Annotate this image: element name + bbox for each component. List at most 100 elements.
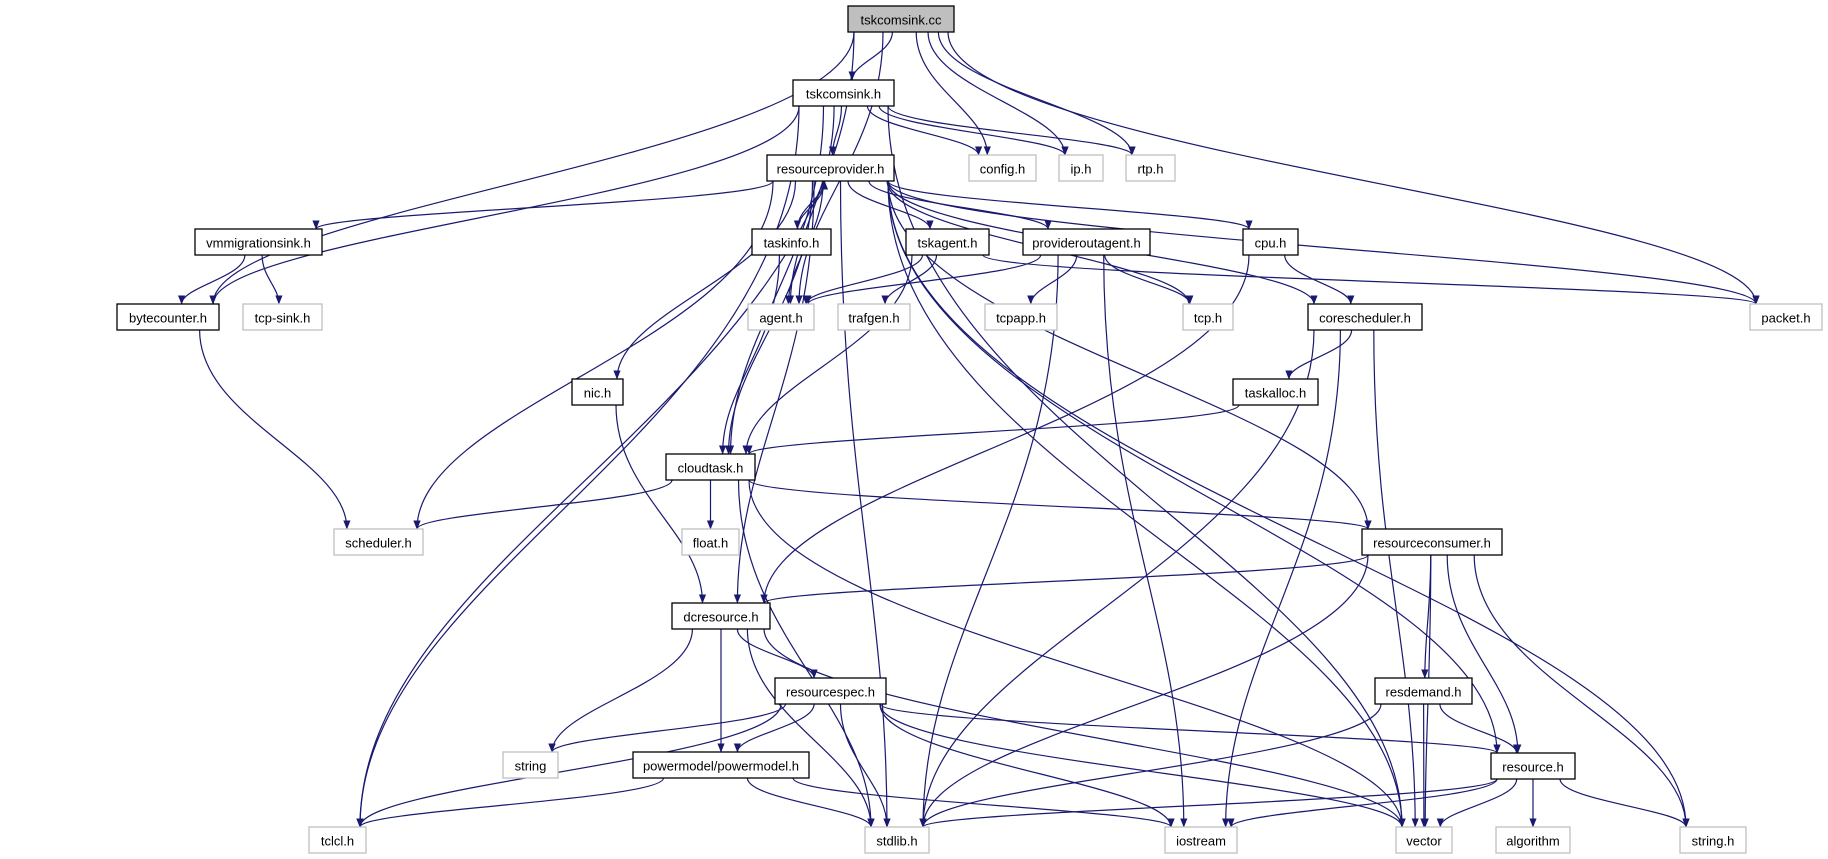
- edge-taskinfo-h-to-resourceprovider-h: [796, 180, 829, 230]
- node-box: [1022, 228, 1151, 256]
- edge-powermodel-h-to-tclcl-h: [356, 777, 665, 828]
- edge-powermodel-h-to-iostream: [792, 777, 1175, 828]
- node-packet-h: packet.h: [1749, 303, 1823, 331]
- node-label: vector: [1406, 834, 1442, 849]
- node-stdlib-h: stdlib.h: [864, 826, 930, 854]
- node-label: tcpapp.h: [996, 311, 1046, 326]
- node-taskinfo-h[interactable]: taskinfo.h: [751, 228, 832, 256]
- node-label: tcp.h: [1194, 311, 1222, 326]
- node-nic-h[interactable]: nic.h: [571, 378, 624, 406]
- node-box: [1495, 826, 1571, 854]
- edge-resdemand-h-to-resource-h: [1439, 703, 1521, 754]
- edge-corescheduler-h-to-iostream: [1222, 329, 1341, 828]
- edge-resourceprovider-h-to-cpu-h: [887, 180, 1253, 230]
- node-box: [905, 228, 990, 256]
- edge-resourceprovider-h-to-vector: [887, 180, 1406, 828]
- node-powermodel-h[interactable]: powermodel/powermodel.h: [632, 751, 810, 779]
- node-label: resourceprovider.h: [777, 162, 885, 177]
- node-label: bytecounter.h: [129, 311, 207, 326]
- node-corescheduler-h[interactable]: corescheduler.h: [1307, 303, 1423, 331]
- node-taskalloc-h[interactable]: taskalloc.h: [1232, 378, 1319, 406]
- edge-resourceprovider-h-to-string-h: [887, 180, 1690, 828]
- node-resourcespec-h[interactable]: resourcespec.h: [774, 677, 887, 705]
- edge-bytecounter-h-to-scheduler-h: [199, 329, 351, 530]
- node-tcp-sink-h: tcp-sink.h: [242, 303, 323, 331]
- node-vmmigrationsink-h[interactable]: vmmigrationsink.h: [194, 228, 323, 256]
- node-label: dcresource.h: [683, 610, 758, 625]
- edge-powermodel-h-to-stdlib-h: [746, 777, 875, 828]
- node-box: [1058, 154, 1104, 182]
- node-label: resourcespec.h: [786, 685, 875, 700]
- edge-resource-h-to-stdlib-h: [919, 778, 1498, 828]
- node-box: [333, 528, 424, 556]
- node-box: [1395, 826, 1453, 854]
- node-box: [984, 303, 1058, 331]
- edge-tskcomsink-cc-to-rtp-h: [937, 31, 1136, 156]
- edge-provideroutagent-h-to-tcpapp-h: [1027, 254, 1078, 305]
- node-cpu-h[interactable]: cpu.h: [1242, 228, 1299, 256]
- node-scheduler-h: scheduler.h: [333, 528, 424, 556]
- node-label: tskagent.h: [918, 236, 978, 251]
- node-label: nic.h: [584, 386, 611, 401]
- node-resourceconsumer-h[interactable]: resourceconsumer.h: [1361, 528, 1503, 556]
- node-tcpapp-h: tcpapp.h: [984, 303, 1058, 331]
- node-dcresource-h[interactable]: dcresource.h: [671, 602, 771, 630]
- edge-resourcespec-h-to-tclcl-h: [356, 703, 782, 828]
- node-trafgen-h: trafgen.h: [837, 303, 911, 331]
- node-label: corescheduler.h: [1319, 311, 1411, 326]
- node-tskcomsink-cc[interactable]: tskcomsink.cc: [847, 5, 955, 33]
- edge-taskalloc-h-to-cloudtask-h: [745, 404, 1240, 455]
- node-label: cpu.h: [1255, 236, 1287, 251]
- node-box: [968, 154, 1037, 182]
- edge-tskcomsink-cc-to-bytecounter-h: [209, 31, 855, 305]
- node-label: resourceconsumer.h: [1373, 536, 1491, 551]
- edge-dcresource-h-to-vector: [763, 628, 1406, 828]
- node-label: trafgen.h: [848, 311, 899, 326]
- node-config-h: config.h: [968, 154, 1037, 182]
- node-label: algorithm: [1506, 834, 1559, 849]
- node-box: [1307, 303, 1423, 331]
- node-box: [774, 677, 887, 705]
- node-bytecounter-h[interactable]: bytecounter.h: [116, 303, 220, 331]
- node-string: string: [502, 751, 559, 779]
- node-tclcl-h: tclcl.h: [308, 826, 367, 854]
- node-iostream: iostream: [1164, 826, 1238, 854]
- edge-cloudtask-h-to-vector: [748, 479, 1406, 828]
- node-box: [681, 528, 740, 556]
- node-label: string: [515, 759, 547, 774]
- node-label: iostream: [1176, 834, 1226, 849]
- edge-resourceconsumer-h-to-resource-h: [1446, 554, 1522, 754]
- node-tskcomsink-h[interactable]: tskcomsink.h: [792, 79, 895, 107]
- edge-resourceconsumer-h-to-string-h: [1473, 554, 1690, 828]
- node-box: [502, 751, 559, 779]
- node-resourceprovider-h[interactable]: resourceprovider.h: [766, 154, 895, 182]
- edge-resourceprovider-h-to-packet-h: [887, 180, 1760, 305]
- node-box: [847, 5, 955, 33]
- node-box: [665, 453, 756, 481]
- node-label: cloudtask.h: [678, 461, 744, 476]
- node-provideroutagent-h[interactable]: provideroutagent.h: [1022, 228, 1151, 256]
- node-box: [1232, 378, 1319, 406]
- node-resdemand-h[interactable]: resdemand.h: [1374, 677, 1473, 705]
- edge-resourceprovider-h-to-vmmigrationsink-h: [312, 180, 774, 230]
- node-box: [632, 751, 810, 779]
- node-resource-h[interactable]: resource.h: [1490, 752, 1576, 780]
- edge-tskcomsink-cc-to-tskcomsink-h: [848, 31, 893, 81]
- edge-resourceconsumer-h-to-dcresource-h: [760, 554, 1369, 604]
- node-cloudtask-h[interactable]: cloudtask.h: [665, 453, 756, 481]
- edge-taskinfo-h-to-cloudtask-h: [719, 254, 780, 455]
- edge-vmmigrationsink-h-to-bytecounter-h: [178, 254, 246, 305]
- node-tskagent-h[interactable]: tskagent.h: [905, 228, 990, 256]
- node-box: [1242, 228, 1299, 256]
- node-box: [1361, 528, 1503, 556]
- node-box: [792, 79, 895, 107]
- node-algorithm: algorithm: [1495, 826, 1571, 854]
- edge-resourceconsumer-h-to-stdlib-h: [919, 554, 1369, 828]
- edge-resourceprovider-h-to-stdlib-h: [839, 180, 891, 828]
- edge-tskcomsink-h-to-resourceprovider-h: [828, 105, 843, 156]
- node-box: [1749, 303, 1823, 331]
- edge-resource-h-to-iostream: [1227, 778, 1498, 828]
- edge-provideroutagent-h-to-stdlib-h: [919, 254, 1059, 828]
- edge-resourcespec-h-to-vector: [879, 703, 1406, 828]
- node-label: agent.h: [759, 311, 802, 326]
